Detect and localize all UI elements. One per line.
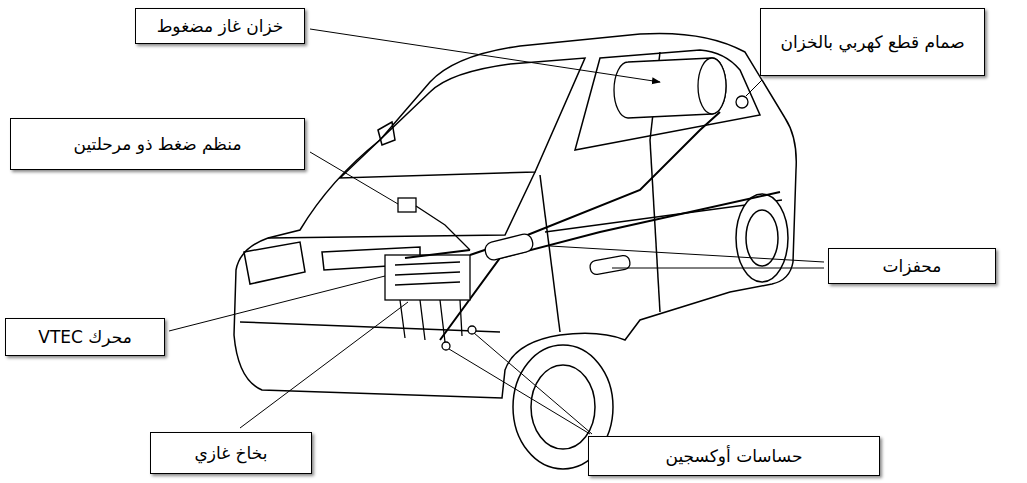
engine-block — [385, 255, 470, 300]
callout-box: محفزات — [828, 248, 996, 284]
callout-box: منظم ضغط ذو مرحلتين — [10, 118, 305, 170]
front-rim — [531, 365, 595, 449]
engine-fins — [395, 262, 460, 285]
leader-line — [240, 302, 408, 428]
door-line — [540, 175, 560, 332]
leader-line — [310, 152, 398, 204]
leader-line — [612, 268, 824, 269]
catalytic-converter — [484, 232, 535, 261]
leader-line — [474, 333, 592, 434]
callout-label: صمام قطع كهربي بالخزان — [780, 32, 964, 52]
callout-label: حساسات أوكسجين — [666, 446, 803, 466]
leader-line — [550, 246, 824, 262]
hood-edge — [268, 172, 535, 238]
leader-lines — [169, 29, 824, 434]
callout-box: محرك VTEC — [5, 318, 165, 356]
regulator-hose — [416, 206, 470, 250]
rear-wheel — [736, 194, 788, 282]
callout-box: بخاخ غازي — [150, 432, 312, 474]
fuel-rail — [405, 250, 470, 258]
callout-label: منظم ضغط ذو مرحلتين — [73, 134, 241, 154]
oxygen-sensor — [442, 342, 450, 350]
windshield — [340, 58, 585, 178]
leader-line — [169, 276, 385, 331]
callout-box: خزان غاز مضغوط — [135, 8, 305, 44]
callout-label: محرك VTEC — [38, 327, 132, 347]
callout-box: صمام قطع كهربي بالخزان — [760, 8, 985, 76]
exhaust-pipe — [440, 192, 780, 340]
callout-label: محفزات — [883, 256, 942, 276]
headlight — [244, 242, 305, 284]
shutoff-valve — [736, 96, 748, 108]
side-window — [575, 50, 760, 150]
gas-system — [385, 58, 780, 350]
wheels — [513, 194, 788, 469]
oxygen-sensor — [468, 326, 476, 334]
leader-line — [449, 349, 590, 434]
callout-label: بخاخ غازي — [195, 443, 268, 463]
gas-tank — [614, 58, 726, 118]
catalytic-converter — [589, 255, 631, 276]
pressure-regulator — [398, 198, 416, 212]
tank-cap — [698, 58, 726, 114]
intake-runners — [400, 300, 462, 342]
callout-box: حساسات أوكسجين — [588, 436, 880, 476]
leader-line — [746, 80, 762, 96]
door-line — [650, 140, 660, 312]
leader-line — [310, 29, 660, 82]
side-mirror — [378, 122, 395, 145]
callout-label: خزان غاز مضغوط — [157, 16, 284, 36]
car-body — [234, 33, 796, 398]
car-outline — [234, 33, 796, 398]
